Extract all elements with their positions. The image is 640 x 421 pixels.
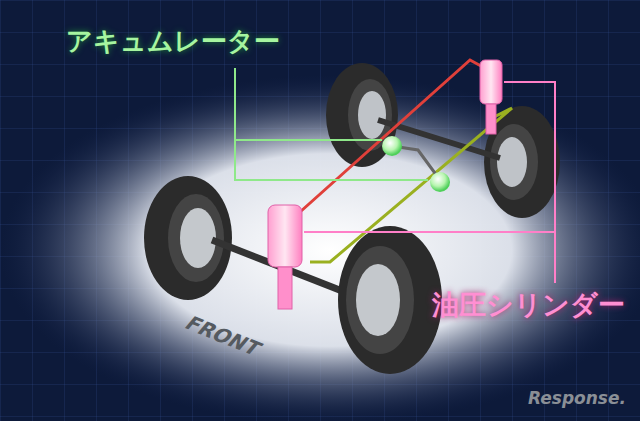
- cylinder-leader: [304, 82, 555, 283]
- watermark: Response.: [528, 388, 626, 408]
- part-label: 油圧シリンダー: [432, 289, 625, 321]
- red-hydraulic-line: [300, 60, 492, 212]
- accumulator: [430, 172, 450, 192]
- front-right-wheel: [338, 226, 442, 374]
- part-label: アキュムレーター: [66, 26, 280, 57]
- rear-hydraulic-cylinder: [480, 60, 502, 134]
- accumulator: [382, 136, 402, 156]
- spotlight: [0, 75, 640, 421]
- front-left-wheel: [144, 176, 232, 300]
- accumulator-leader: [235, 68, 428, 180]
- front-hydraulic-cylinder: [268, 205, 302, 309]
